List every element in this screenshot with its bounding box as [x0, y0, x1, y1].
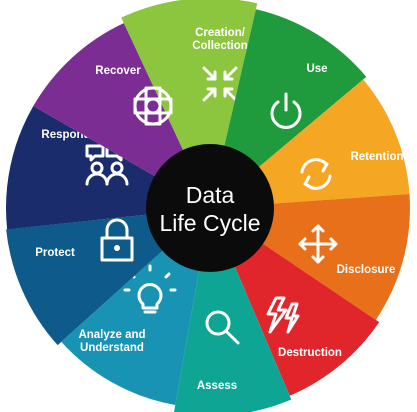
expand-arrows-icon	[298, 224, 338, 264]
center-hub: Data Life Cycle	[146, 144, 274, 272]
segment-creation-label-line: Creation/	[195, 27, 246, 39]
segment-retention-label: Retention	[350, 151, 403, 163]
lifebuoy-icon	[133, 86, 173, 126]
segment-disclosure-label-line: Disclosure	[337, 264, 396, 276]
magnifier-icon	[205, 310, 240, 345]
segment-respond-label-line: Respond	[41, 129, 90, 141]
segment-use-label-line: Use	[306, 63, 327, 75]
segment-recover-label-line: Recover	[95, 65, 141, 77]
center-title-line2: Life Cycle	[160, 210, 261, 236]
refresh-arrows-icon	[300, 158, 332, 190]
segment-retention-label-line: Retention	[350, 151, 403, 163]
segment-creation-label: Creation/Collection	[192, 27, 248, 52]
segment-creation-wedge	[121, 0, 258, 208]
segment-analyze-label-line: Understand	[80, 342, 144, 354]
segment-creation-label-line: Collection	[192, 40, 248, 52]
segment-recover-label: Recover	[95, 65, 141, 77]
lightning-icon	[266, 296, 300, 334]
segment-protect-label: Protect	[35, 247, 75, 259]
segment-protect-label-line: Protect	[35, 247, 75, 259]
segment-assess-label-line: Assess	[197, 380, 237, 392]
segment-creation: Creation/Collection	[121, 0, 258, 208]
segment-destruction-label: Destruction	[278, 347, 342, 359]
segment-analyze-label-line: Analyze and	[78, 329, 145, 341]
power-icon	[270, 92, 302, 129]
segment-respond-label: Respond	[41, 129, 90, 141]
center-circle	[146, 144, 274, 272]
compress-arrows-icon	[202, 66, 238, 102]
segment-destruction-label-line: Destruction	[278, 347, 342, 359]
segment-disclosure-label: Disclosure	[337, 264, 396, 276]
segment-use-label: Use	[306, 63, 327, 75]
segment-assess-label: Assess	[197, 380, 237, 392]
center-title-line1: Data	[186, 182, 235, 208]
padlock-icon	[100, 218, 134, 262]
